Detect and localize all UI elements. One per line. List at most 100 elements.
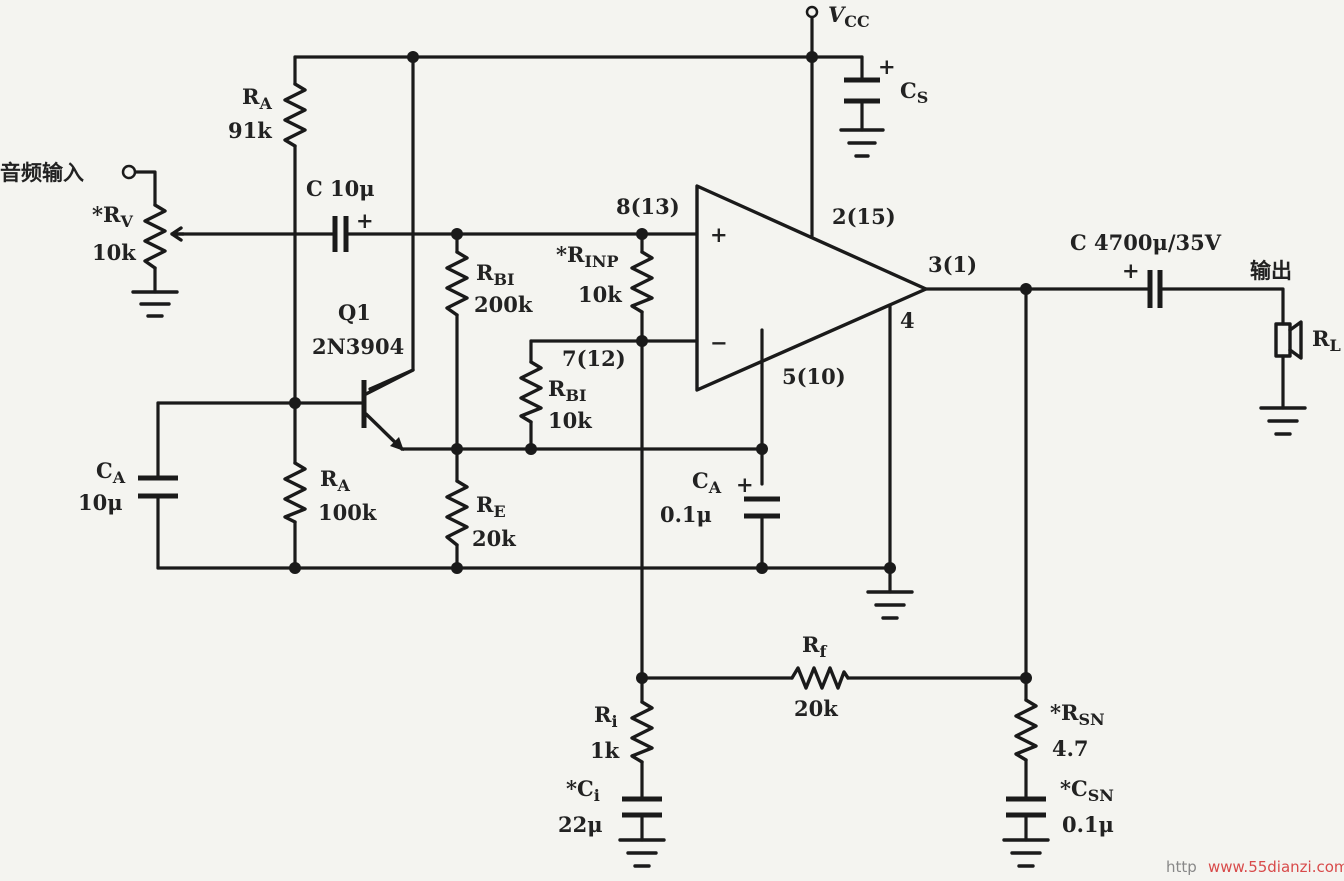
ground-icon: [131, 290, 179, 318]
ri-value: 1k: [590, 738, 620, 763]
rbi1-label: RBI: [476, 260, 514, 289]
junction-dot: [636, 335, 648, 347]
watermark: http www.55dianzi.com: [1166, 858, 1344, 876]
resistor-ri: [630, 700, 654, 764]
grounds: [131, 128, 1307, 868]
ca-mid-plus-label: +: [736, 472, 754, 497]
wires: [134, 16, 1285, 842]
junction-dot: [451, 562, 463, 574]
vcc-label: VCC: [828, 2, 870, 31]
potentiometer-wiper-arrow: [170, 226, 185, 242]
opamp-minus-sign: −: [710, 330, 728, 355]
wire-ground-bus: [156, 566, 892, 594]
junction-dot: [451, 228, 463, 240]
transistor-q1-emitter-arrow: [390, 437, 404, 451]
ground-icon: [1002, 838, 1050, 868]
junction-dot: [525, 443, 537, 455]
junction-dot: [636, 228, 648, 240]
junctions: [289, 51, 1032, 684]
rf-value: 20k: [794, 696, 838, 721]
junction-dot: [1020, 672, 1032, 684]
pin-4-label: 4: [900, 308, 915, 333]
wire-output: [924, 287, 1285, 326]
ca-left-label: CA: [96, 458, 126, 487]
opamp-triangle: [695, 184, 928, 392]
rbi2-value: 10k: [548, 408, 592, 433]
junction-dot: [289, 397, 301, 409]
resistor-rsn: [1014, 698, 1038, 762]
resistor-ra-bottom: [283, 461, 307, 524]
rinp-label: *RINP: [556, 242, 619, 271]
pin-2-label: 2(15): [832, 204, 896, 229]
ra-bottom-value: 100k: [318, 500, 377, 525]
ci-label: *Ci: [566, 776, 600, 805]
resistor-rf: [790, 666, 850, 690]
labels: VCC + CS RA 91k 音频输入 *RV 10k C 10μ + 8(1…: [0, 2, 1341, 837]
junction-dot: [1020, 283, 1032, 295]
rsn-label: *RSN: [1050, 700, 1105, 729]
capacitors: [138, 77, 1163, 818]
cout-label: C 4700μ/35V: [1070, 230, 1222, 255]
audio-input-label: 音频输入: [0, 161, 84, 185]
pin-3-label: 3(1): [928, 252, 977, 277]
speaker-icon: [1274, 322, 1292, 358]
ri-label: Ri: [594, 702, 618, 731]
pin-8-label: 8(13): [616, 194, 680, 219]
rf-label: Rf: [802, 632, 827, 661]
junction-dot: [407, 51, 419, 63]
junction-dot: [636, 672, 648, 684]
speaker-rl: [1274, 320, 1303, 360]
watermark-site: www.55dianzi.com: [1208, 858, 1344, 876]
rv-value: 10k: [92, 240, 136, 265]
cout-plus-label: +: [1122, 258, 1140, 283]
junction-dot: [451, 443, 463, 455]
cs-label: CS: [900, 78, 928, 107]
opamp-plus-sign: +: [710, 222, 728, 247]
wire-audio-in: [134, 170, 157, 207]
re-value: 20k: [472, 526, 516, 551]
rbi1-value: 200k: [474, 292, 533, 317]
watermark-prefix: http: [1166, 858, 1197, 876]
ground-icon: [1259, 406, 1307, 436]
rinp-value: 10k: [578, 282, 622, 307]
transistor-q1: [361, 368, 415, 451]
rsn-value: 4.7: [1052, 736, 1089, 761]
junction-dot: [756, 562, 768, 574]
q1-part-number: 2N3904: [312, 334, 404, 359]
output-label: 输出: [1250, 259, 1292, 283]
ca-mid-value: 0.1μ: [660, 502, 712, 527]
resistor-re: [445, 479, 469, 547]
resistors: [143, 82, 1038, 764]
junction-dot: [806, 51, 818, 63]
resistor-rbi-200k: [445, 250, 469, 317]
rv-label: *RV: [92, 202, 133, 231]
resistor-rbi-10k: [519, 360, 543, 424]
junction-dot: [289, 562, 301, 574]
transistor-q1-collector: [364, 368, 415, 396]
speaker-cone: [1288, 320, 1303, 360]
rl-label: RL: [1312, 326, 1341, 355]
cin-label: C 10μ: [306, 176, 375, 201]
ra-bottom-label: RA: [320, 466, 350, 495]
pin-7-label: 7(12): [562, 346, 626, 371]
cin-plus-label: +: [356, 208, 374, 233]
re-label: RE: [476, 492, 506, 521]
junction-dot: [756, 443, 768, 455]
vcc-terminal: [805, 5, 819, 19]
csn-label: *CSN: [1060, 776, 1114, 805]
resistor-ra-top: [283, 82, 307, 148]
junction-dot: [884, 562, 896, 574]
ground-icon: [839, 128, 885, 158]
pin-5-label: 5(10): [782, 364, 846, 389]
q1-label: Q1: [338, 300, 371, 325]
potentiometer-rv: [143, 203, 167, 270]
ground-icon: [866, 590, 914, 620]
ca-mid-label: CA: [692, 468, 722, 497]
ci-value: 22μ: [558, 812, 603, 837]
rbi2-label: RBI: [548, 376, 586, 405]
ra-top-value: 91k: [228, 118, 272, 143]
resistor-rinp: [630, 250, 654, 314]
cs-plus-label: +: [878, 54, 896, 79]
ca-left-value: 10μ: [78, 490, 123, 515]
